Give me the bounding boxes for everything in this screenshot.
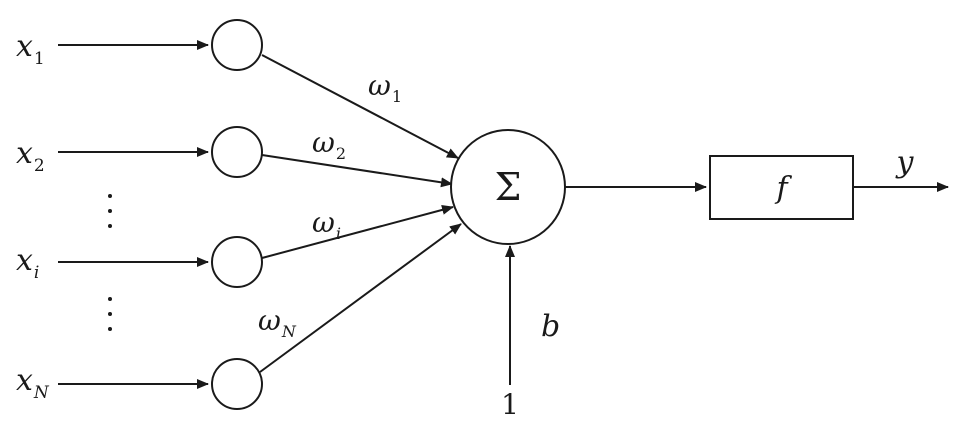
input-node-1: [211, 19, 263, 71]
summation-symbol: Σ: [495, 165, 522, 209]
weight-edge-1: [261, 54, 459, 159]
weight-label-1: ω1: [368, 69, 402, 106]
ellipsis-upper: [108, 194, 112, 228]
input-label-2: x2: [16, 136, 45, 176]
weight-label-i: ωi: [312, 206, 341, 243]
weight-label-2: ω2: [312, 126, 346, 163]
input-label-1: x1: [16, 29, 45, 69]
output-label: y: [895, 145, 915, 180]
weight-edge-n: [259, 223, 462, 373]
input-label-n: xN: [16, 363, 50, 403]
input-node-2: [211, 126, 263, 178]
ellipsis-lower: [108, 297, 112, 331]
bias-input-value: 1: [501, 388, 519, 421]
weight-edge-i: [261, 205, 454, 259]
input-node-n: [211, 358, 263, 410]
input-label-i: xi: [16, 243, 39, 283]
bias-label: b: [541, 309, 560, 344]
weight-edge-2: [261, 154, 453, 188]
weight-label-n: ωN: [258, 304, 297, 341]
input-node-i: [211, 236, 263, 288]
